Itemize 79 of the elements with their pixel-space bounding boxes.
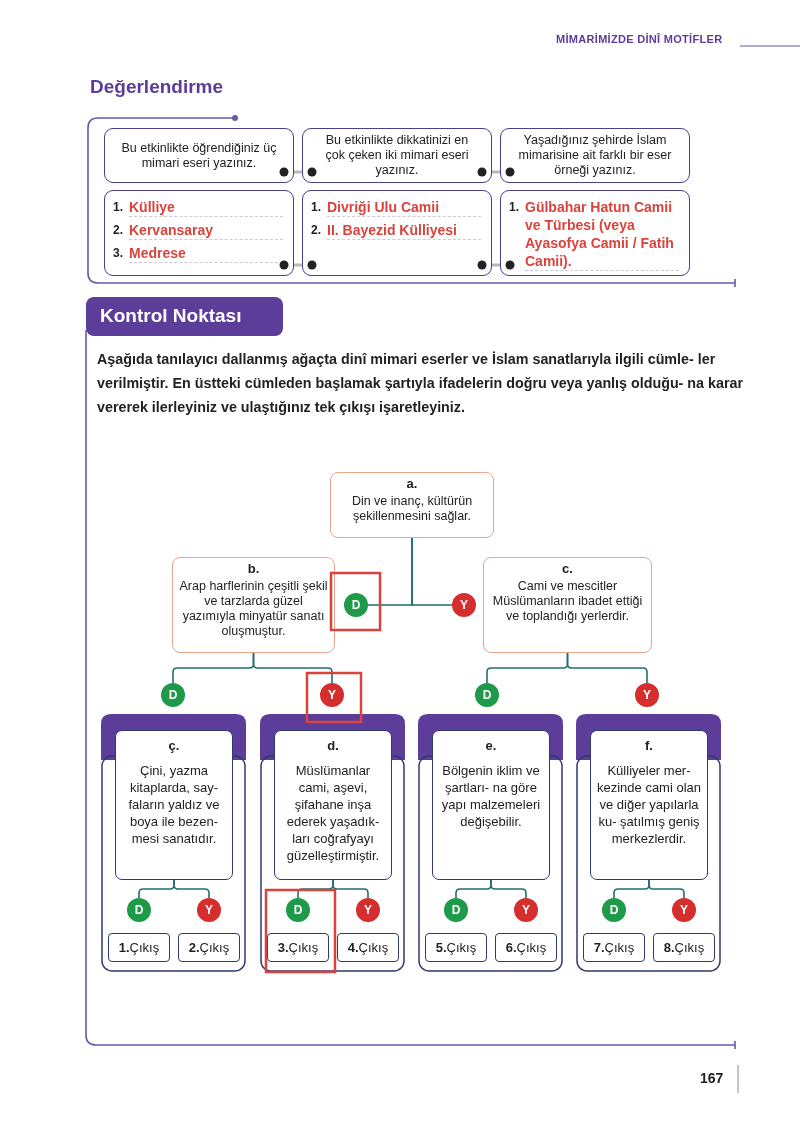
choice-circle: D (286, 898, 310, 922)
handwritten-answer: II. Bayezid Külliyesi (327, 221, 481, 240)
choice-circle: D (444, 898, 468, 922)
statement-box (330, 472, 494, 538)
section-heading: Değerlendirme (90, 76, 224, 98)
item-letter: e. (484, 737, 498, 754)
item-letter: b. (246, 561, 261, 576)
statement-box (172, 557, 335, 653)
choice-circle: Y (452, 593, 476, 617)
instruction-text: Aşağıda tanılayıcı dallanmış ağaçta dinî mimari eserler ve İslam sanatlarıyla ilgili cümle- ler verilmiştir. En üstteki cümleden başlamak şartıyla ifadelerin doğru veya yanlış olduğu- na karar vererek ilerleyiniz ve ulaştığınız tek çıkışı işaretleyiniz. (97, 350, 744, 417)
item-number: 3. (113, 245, 124, 262)
item-letter: f. (644, 737, 654, 754)
question-text: Bu etkinlikte öğrendiğiniz üç mimari eseri yazınız. (120, 140, 278, 171)
item-number: 1. (509, 199, 520, 216)
statement-card (115, 730, 233, 880)
question-card (302, 128, 492, 183)
exit-label: 1.Çıkış (108, 933, 170, 962)
question-text: Yaşadığınız şehirde İslam mimarisine ait farklı bir eser örneği yazınız. (517, 133, 673, 178)
branch-line (173, 879, 210, 899)
choice-circle: Y (635, 683, 659, 707)
choice-circle: Y (514, 898, 538, 922)
exit-label: 6.Çıkış (495, 933, 557, 962)
item-letter: ç. (167, 737, 181, 754)
handwritten-answer: Medrese (129, 244, 283, 263)
choice-circle: D (475, 683, 499, 707)
item-number: 1. (311, 199, 322, 216)
item-number: 2. (113, 222, 124, 239)
statement-text: Arap harflerinin çeşitli şekil ve tarzlarda güzel yazımıyla minyatür sanatı oluşmuştur. (179, 579, 328, 639)
statement-text: Çini, yazma kitaplarda, say- faların yaldız ve boya ile bezen- mesi sanatıdır. (127, 762, 221, 847)
ring-connector (279, 260, 317, 270)
branch-line (411, 537, 453, 606)
question-text: Bu etkinlikte dikkatinizi en çok çeken iki mimari eseri yazınız. (324, 133, 470, 178)
branch-line (648, 879, 685, 899)
item-letter: a. (405, 476, 419, 491)
handwritten-answer: Külliye (129, 198, 283, 217)
statement-text: Cami ve mescitler Müslümanların ibadet ettiği ve toplandığı yerlerdir. (491, 579, 644, 624)
choice-circle: D (344, 593, 368, 617)
running-header: MİMARİMİZDE DİNÎ MOTİFLER (556, 33, 723, 45)
statement-card (432, 730, 550, 880)
choice-circle: Y (356, 898, 380, 922)
answer-card (500, 190, 690, 276)
choice-circle: Y (197, 898, 221, 922)
exit-label: 8.Çıkış (653, 933, 715, 962)
handwritten-answer: Divriği Ulu Camii (327, 198, 481, 217)
ring-connector (477, 260, 515, 270)
statement-card (590, 730, 708, 880)
item-number: 2. (311, 222, 322, 239)
statement-text: Bölgenin iklim ve şartları- na göre yapı malzemeleri değişebilir. (440, 762, 542, 830)
handwritten-answer: Gülbahar Hatun Camii ve Türbesi (veya Ayasofya Camii / Fatih Camii). (525, 198, 679, 271)
section-tab: Kontrol Noktası (86, 297, 283, 336)
question-card (500, 128, 690, 183)
branch-line (490, 879, 527, 899)
statement-box (483, 557, 652, 653)
ring-connector (279, 167, 317, 177)
item-letter: c. (561, 561, 574, 576)
choice-circle: Y (320, 683, 344, 707)
item-number: 1. (113, 199, 124, 216)
item-letter: d. (326, 737, 340, 754)
branch-line (332, 879, 369, 899)
answer-card (104, 190, 294, 276)
page-number: 167 (700, 1070, 724, 1086)
exit-label: 5.Çıkış (425, 933, 487, 962)
exit-label: 3.Çıkış (267, 933, 329, 962)
ring-connector (477, 167, 515, 177)
statement-card (274, 730, 392, 880)
branch-line (252, 652, 333, 684)
exit-label: 4.Çıkış (337, 933, 399, 962)
statement-text: Külliyeler mer- kezinde cami olan ve diğer yapılarla ku- şatılmış geniş merkezlerdir. (595, 762, 703, 847)
exit-label: 7.Çıkış (583, 933, 645, 962)
handwritten-answer: Kervansaray (129, 221, 283, 240)
statement-text: Din ve inanç, kültürün şekillenmesini sağlar. (350, 494, 474, 524)
answer-card (302, 190, 492, 276)
statement-text: Müslümanlar cami, aşevi, şifahane inşa ederek yaşadık- ları coğrafyayı güzelleştirmiştir. (285, 762, 381, 864)
choice-circle: D (127, 898, 151, 922)
choice-circle: D (602, 898, 626, 922)
exit-label: 2.Çıkış (178, 933, 240, 962)
choice-circle: Y (672, 898, 696, 922)
question-card (104, 128, 294, 183)
choice-circle: D (161, 683, 185, 707)
